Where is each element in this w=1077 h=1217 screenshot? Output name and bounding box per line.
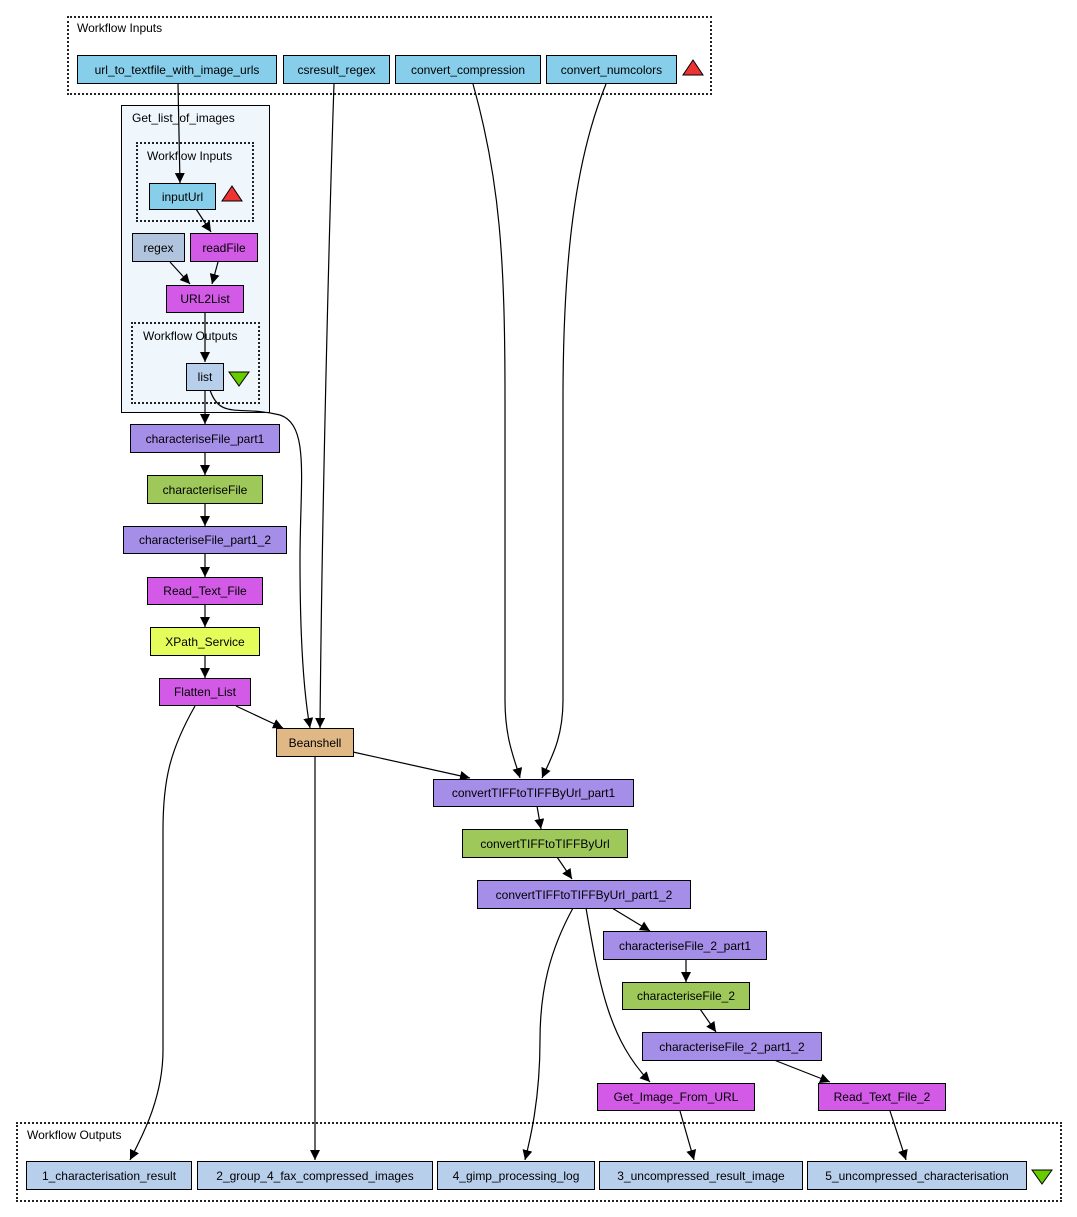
sub-input-triangle-icon — [221, 185, 243, 202]
input-port-csresult-regex[interactable]: csresult_regex — [283, 55, 390, 84]
edge-convert12-to-cf2p1 — [611, 907, 651, 932]
edge-flatten-to-out1 — [129, 705, 196, 1161]
output-port-1-characterisation-result[interactable]: 1_characterisation_result — [26, 1161, 192, 1190]
node-regex[interactable]: regex — [132, 233, 185, 262]
input-triangle-icon — [682, 59, 704, 76]
workflow-inputs-cluster — [67, 16, 712, 95]
node-characteriseFile-2[interactable]: characteriseFile_2 — [622, 982, 750, 1010]
sub-outputs-label: Workflow Outputs — [143, 329, 238, 343]
edge-compression-to-convert — [472, 83, 523, 779]
output-port-2-group-4-fax[interactable]: 2_group_4_fax_compressed_images — [197, 1161, 433, 1190]
sub-input-port-inputUrl[interactable]: inputUrl — [149, 183, 216, 210]
node-convert-part1-2[interactable]: convertTIFFtoTIFFByUrl_part1_2 — [477, 880, 691, 909]
sub-outputs-cluster — [131, 322, 260, 404]
output-port-4-gimp-log[interactable]: 4_gimp_processing_log — [437, 1161, 595, 1190]
workflow-outputs-label: Workflow Outputs — [27, 1128, 122, 1142]
node-characteriseFile-part1[interactable]: characteriseFile_part1 — [130, 424, 280, 453]
sub-inputs-cluster — [136, 142, 254, 222]
input-port-convert-compression[interactable]: convert_compression — [395, 55, 541, 84]
edge-convert12-to-out4 — [522, 907, 574, 1161]
edge-getimage-to-out3 — [679, 1110, 697, 1161]
edge-cf2-to-cf212 — [699, 1008, 717, 1033]
edge-csresult-to-beanshell — [315, 83, 335, 729]
edge-convert12-to-getimage — [585, 907, 651, 1083]
edge-url-to-inputUrl — [174, 83, 185, 184]
edge-numcolors-to-convert — [541, 83, 607, 779]
node-characteriseFile[interactable]: characteriseFile — [147, 475, 263, 504]
node-xpath-service[interactable]: XPath_Service — [150, 627, 260, 656]
node-characteriseFile-part1-2[interactable]: characteriseFile_part1_2 — [123, 526, 287, 554]
node-convert[interactable]: convertTIFFtoTIFFByUrl — [462, 829, 628, 858]
output-port-5-uncompressed-characterisation[interactable]: 5_uncompressed_characterisation — [807, 1161, 1027, 1190]
node-read-text-file-2[interactable]: Read_Text_File_2 — [818, 1083, 946, 1111]
sub-output-port-list[interactable]: list — [186, 363, 224, 391]
edge-readtext2-to-out5 — [889, 1110, 908, 1161]
edge-convert-to-convert12 — [556, 856, 573, 880]
node-url2list[interactable]: URL2List — [166, 285, 244, 313]
edge-beanshell-to-convert1 — [352, 751, 471, 781]
node-beanshell[interactable]: Beanshell — [276, 728, 354, 757]
node-convert-part1[interactable]: convertTIFFtoTIFFByUrl_part1 — [433, 779, 634, 807]
input-port-url-to-textfile[interactable]: url_to_textfile_with_image_urls — [77, 55, 277, 84]
edge-cf212-to-readtext2 — [773, 1059, 831, 1083]
sub-inputs-label: Workflow Inputs — [147, 149, 233, 163]
output-triangle-icon — [1031, 1169, 1053, 1185]
input-port-convert-numcolors[interactable]: convert_numcolors — [546, 55, 677, 84]
node-readFile[interactable]: readFile — [190, 233, 258, 262]
node-characteriseFile-2-part1-2[interactable]: characteriseFile_2_part1_2 — [642, 1032, 822, 1061]
node-get-image-from-url[interactable]: Get_Image_From_URL — [597, 1083, 755, 1111]
edge-flatten-to-beanshell — [235, 705, 284, 729]
subworkflow-label: Get_list_of_images — [132, 111, 235, 125]
edge-inputUrl-to-readFile — [195, 208, 212, 233]
edge-list-to-beanshell — [209, 389, 314, 729]
sub-output-triangle-icon — [228, 371, 250, 387]
output-port-3-uncompressed-image[interactable]: 3_uncompressed_result_image — [599, 1161, 803, 1190]
node-read-text-file[interactable]: Read_Text_File — [147, 577, 263, 605]
edge-convert1-to-convert — [534, 805, 545, 830]
node-characteriseFile-2-part1[interactable]: characteriseFile_2_part1 — [603, 931, 767, 960]
workflow-inputs-label: Workflow Inputs — [77, 21, 163, 35]
node-flatten-list[interactable]: Flatten_List — [159, 678, 251, 706]
edge-readFile-to-url2list — [209, 261, 220, 285]
workflow-outputs-cluster — [16, 1122, 1062, 1202]
edge-regex-to-url2list — [169, 261, 191, 285]
